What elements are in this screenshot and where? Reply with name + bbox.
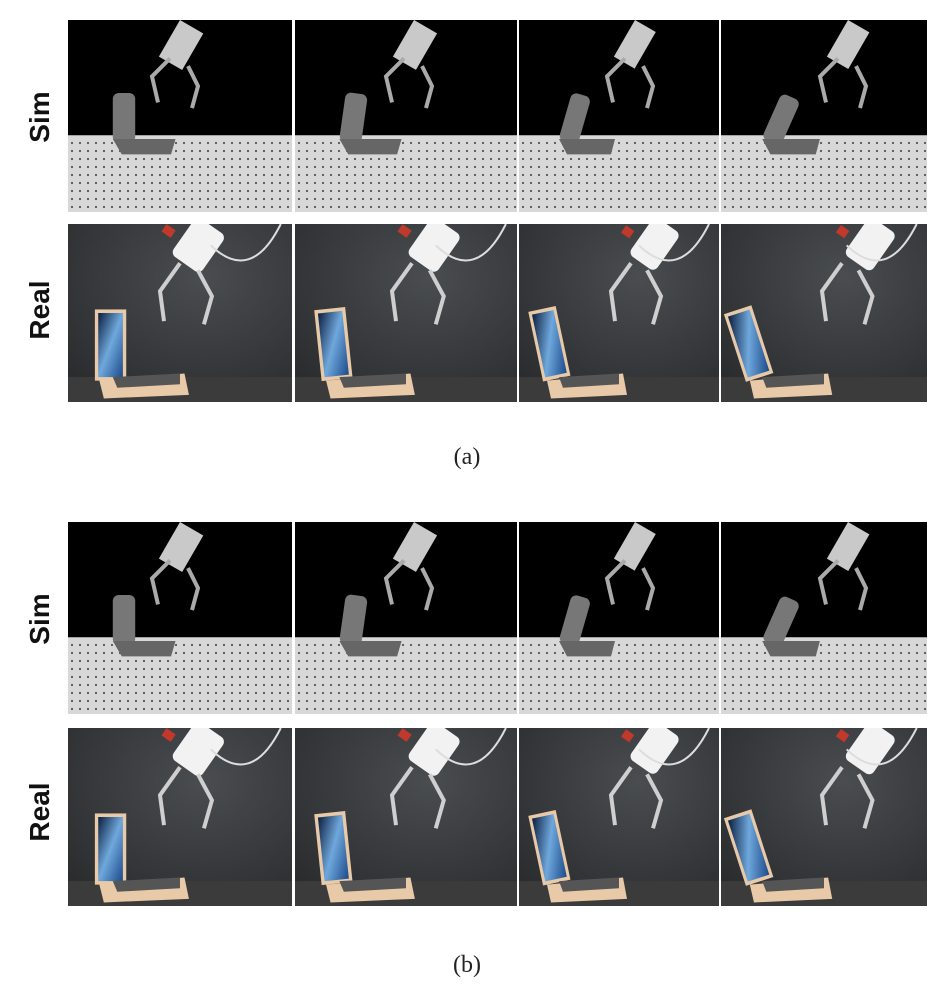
real-row-a-frame-4 (721, 224, 927, 402)
sim-row-b-frame-2 (295, 522, 517, 714)
real-row-b-frame-3 (519, 728, 719, 906)
sim-row-a-frame-3 (519, 20, 719, 212)
sim-row-b-frame-4 (721, 522, 927, 714)
caption-b: (b) (453, 952, 481, 978)
sim-row-a-frame-2 (295, 20, 517, 212)
sim-row-b-frame-3 (519, 522, 719, 714)
sim-row-a-frame-1 (68, 20, 292, 212)
real-row-a-frame-3 (519, 224, 719, 402)
row-label-real-b: Real (24, 782, 55, 842)
real-row-a-frame-1 (68, 224, 292, 402)
sim-row-b-frame-1 (68, 522, 292, 714)
row-label-sim-a: Sim (24, 91, 55, 143)
real-row-a-frame-2 (295, 224, 517, 402)
real-row-b-frame-1 (68, 728, 292, 906)
real-row-b-frame-2 (295, 728, 517, 906)
sim-row-a-frame-4 (721, 20, 927, 212)
caption-a: (a) (453, 444, 481, 470)
row-label-sim-b: Sim (24, 593, 55, 645)
row-label-real-a: Real (24, 280, 55, 340)
real-row-b-frame-4 (721, 728, 927, 906)
